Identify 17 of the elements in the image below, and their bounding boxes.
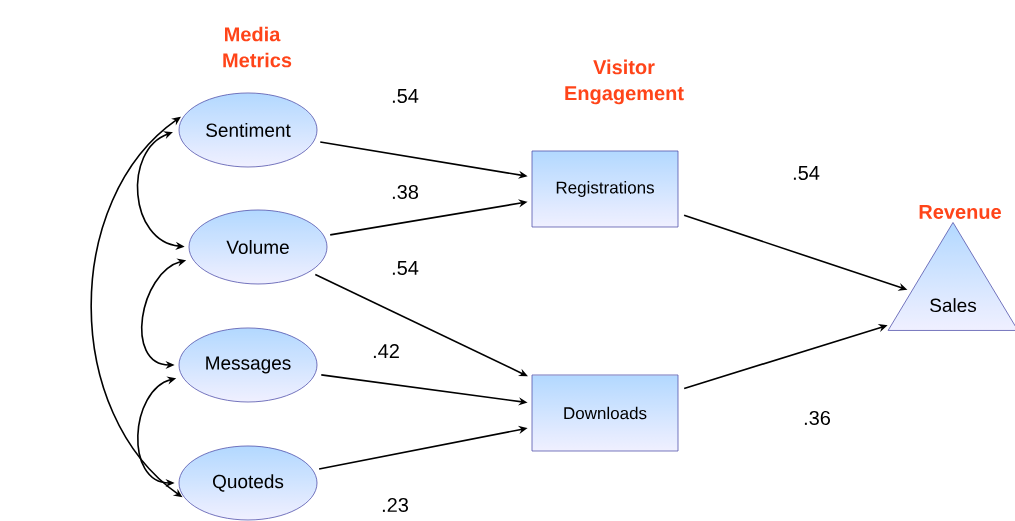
ellipse-node: Quoteds — [178, 445, 318, 521]
edge-label: .54 — [390, 260, 420, 276]
edge-label: .23 — [380, 496, 410, 514]
heading: Media Metrics — [223, 26, 292, 68]
edge-label: .38 — [390, 183, 420, 201]
heading: Visitor Engagement — [565, 59, 684, 105]
triangle-node: Sales — [887, 222, 1015, 331]
ellipse-node: Volume — [188, 209, 328, 285]
edge-label: .36 — [802, 409, 832, 427]
ellipse-node: Messages — [178, 327, 318, 403]
arrow — [314, 273, 528, 377]
edge-label: .42 — [371, 343, 401, 359]
edge-label: .54 — [390, 88, 420, 104]
edge-label: .54 — [791, 165, 821, 181]
ellipse-node: Sentiment — [178, 92, 318, 168]
process-box: Downloads — [531, 374, 679, 452]
process-box: Registrations — [531, 150, 679, 228]
